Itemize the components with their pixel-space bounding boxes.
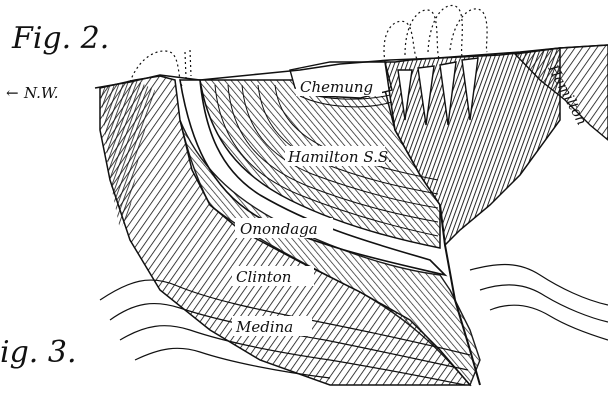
label-chemung: Chemung [300,78,373,96]
figure-2-title: Fig. 2. [11,21,109,56]
direction-label-nw: N.W. [23,84,59,102]
label-clinton: Clinton [236,268,291,286]
label-medina: Medina [235,318,293,336]
figure-3-title: ig. 3. [0,335,77,370]
label-hamilton-ss: Hamilton S.S. [287,148,392,166]
direction-arrow: ← [6,84,19,102]
label-onondaga: Onondaga [240,220,318,238]
